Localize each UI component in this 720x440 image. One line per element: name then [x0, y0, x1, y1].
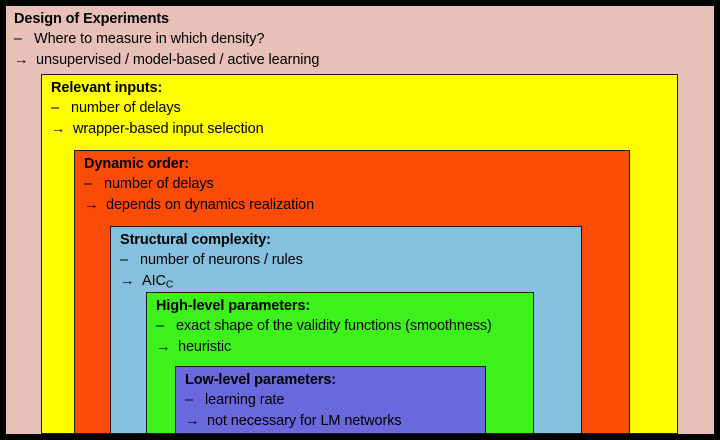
- arrow-right-icon: →: [156, 339, 171, 355]
- box-low-level-parameters: Low-level parameters: –learning rate → no…: [175, 366, 486, 434]
- dash-marker: –: [84, 176, 92, 192]
- arrow-right-icon: →: [120, 273, 135, 289]
- box-high-level-parameters-content: High-level parameters: –exact shape of t…: [156, 297, 529, 358]
- page-title: Design of Experiments: [14, 11, 170, 27]
- box-relevant-inputs-line-dash-text: number of delays: [71, 100, 181, 116]
- arrow-right-icon: →: [84, 197, 99, 213]
- slide-canvas: Design of Experiments –Where to measure …: [6, 6, 714, 434]
- box-structural-complexity-line-dash-text: number of neurons / rules: [140, 252, 303, 268]
- heading-bullet-dash-text: Where to measure in which density?: [34, 31, 265, 47]
- box-structural-complexity-line-dash: –number of neurons / rules: [120, 250, 577, 271]
- box-high-level-parameters-title: High-level parameters:: [156, 298, 311, 314]
- box-structural-complexity-content: Structural complexity: –number of neuron…: [120, 231, 577, 295]
- aic-subscript: C: [165, 279, 174, 291]
- heading-bullet-arrow-text: unsupervised / model-based / active lear…: [36, 52, 320, 68]
- box-high-level-parameters-line-arrow-text: heuristic: [178, 339, 232, 355]
- box-relevant-inputs-content: Relevant inputs: –number of delays → wrap…: [51, 79, 673, 140]
- box-low-level-parameters-line-dash-text: learning rate: [205, 392, 285, 408]
- box-dynamic-order-line-dash: –number of delays: [84, 174, 625, 195]
- box-dynamic-order-line-arrow-text: depends on dynamics realization: [106, 197, 315, 213]
- box-high-level-parameters-line-dash-text: exact shape of the validity functions (s…: [176, 318, 492, 334]
- box-low-level-parameters-content: Low-level parameters: –learning rate → no…: [185, 371, 481, 432]
- box-relevant-inputs-title: Relevant inputs:: [51, 80, 163, 96]
- box-high-level-parameters-line-dash: –exact shape of the validity functions (…: [156, 316, 529, 337]
- arrow-right-icon: →: [14, 52, 29, 68]
- arrow-right-icon: →: [51, 121, 66, 137]
- dash-marker: –: [156, 318, 164, 334]
- aic-label: AIC: [142, 273, 166, 289]
- dash-marker: –: [14, 31, 22, 47]
- box-high-level-parameters-line-arrow: → heuristic: [156, 337, 529, 358]
- dash-marker: –: [120, 252, 128, 268]
- heading-bullet-arrow: → unsupervised / model-based / active lea…: [14, 50, 704, 71]
- heading-bullet-dash: –Where to measure in which density?: [14, 29, 704, 50]
- slide-heading: Design of Experiments –Where to measure …: [14, 10, 704, 71]
- box-dynamic-order-title: Dynamic order:: [84, 156, 189, 172]
- arrow-right-icon: →: [185, 413, 200, 429]
- box-dynamic-order-line-dash-text: number of delays: [104, 176, 214, 192]
- box-low-level-parameters-line-arrow-text: not necessary for LM networks: [207, 413, 402, 429]
- box-dynamic-order-line-arrow: → depends on dynamics realization: [84, 195, 625, 216]
- dash-marker: –: [185, 392, 193, 408]
- box-dynamic-order-content: Dynamic order: –number of delays → depend…: [84, 155, 625, 216]
- box-low-level-parameters-line-arrow: → not necessary for LM networks: [185, 411, 481, 432]
- dash-marker: –: [51, 100, 59, 116]
- box-relevant-inputs-line-dash: –number of delays: [51, 98, 673, 119]
- box-relevant-inputs-line-arrow-text: wrapper-based input selection: [73, 121, 264, 137]
- box-relevant-inputs-line-arrow: → wrapper-based input selection: [51, 119, 673, 140]
- box-structural-complexity-line-arrow: → AICC: [120, 271, 577, 295]
- box-low-level-parameters-line-dash: –learning rate: [185, 390, 481, 411]
- box-structural-complexity-title: Structural complexity:: [120, 232, 271, 248]
- box-low-level-parameters-title: Low-level parameters:: [185, 372, 337, 388]
